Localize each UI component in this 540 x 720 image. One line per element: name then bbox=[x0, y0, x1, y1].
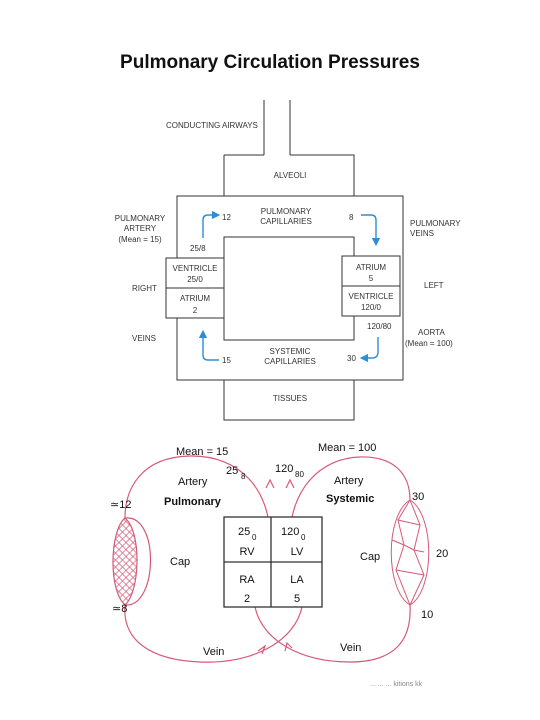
value-la: 5 bbox=[294, 593, 300, 605]
arrow-aorta-icon bbox=[359, 337, 379, 363]
label-systemic-capillaries-1: SYSTEMIC bbox=[270, 347, 311, 356]
alveoli-box bbox=[223, 154, 355, 196]
label-rv: RV bbox=[239, 546, 255, 558]
outer-circuit bbox=[176, 195, 404, 381]
label-systemic-capillaries-2: CAPILLARIES bbox=[264, 357, 316, 366]
label-pulmonary-capillaries-1: PULMONARY bbox=[261, 207, 312, 216]
label-alveoli: ALVEOLI bbox=[274, 171, 307, 180]
label-tissues: TISSUES bbox=[273, 394, 307, 403]
label-pulmonary: Pulmonary bbox=[164, 496, 222, 508]
pulmonary-capillary-bed bbox=[112, 517, 138, 606]
label-artery-right: Artery bbox=[334, 475, 364, 487]
systemic-vein-path bbox=[254, 604, 411, 663]
pulmonary-artery-path bbox=[124, 455, 271, 539]
label-mean-100: Mean = 100 bbox=[318, 442, 376, 454]
inner-circuit bbox=[223, 236, 355, 341]
label-la: LA bbox=[290, 574, 304, 586]
label-cap-right: Cap bbox=[360, 551, 380, 563]
label-right-ventricle: VENTRICLE bbox=[173, 264, 218, 273]
systemic-capillary-bed bbox=[390, 499, 430, 606]
label-mean-15: Mean = 15 bbox=[176, 446, 228, 458]
lv-pressure-main: 120 bbox=[281, 526, 299, 538]
schematic-labels: CONDUCTING AIRWAYS ALVEOLI PULMONARY CAP… bbox=[115, 121, 461, 403]
value-right-atrium: 2 bbox=[193, 306, 198, 315]
arrow-up-right-icon bbox=[285, 478, 295, 489]
pulmonary-vein-path bbox=[124, 604, 303, 663]
ao-pressure-main: 120 bbox=[275, 463, 293, 475]
label-approx-12: ≃12 bbox=[110, 499, 131, 511]
label-artery-left: Artery bbox=[178, 476, 208, 488]
label-pulmonary-veins-1: PULMONARY bbox=[410, 219, 461, 228]
arrow-up-left-icon bbox=[265, 478, 275, 489]
value-left-ventricle: 120/0 bbox=[361, 303, 382, 312]
arrow-vein-right-icon bbox=[284, 641, 293, 652]
label-pulmonary-artery-3: (Mean = 15) bbox=[118, 235, 162, 244]
pressure-25-8: 25/8 bbox=[190, 244, 206, 253]
pa-pressure-main: 25 bbox=[226, 465, 238, 477]
tissues-box bbox=[223, 380, 355, 421]
rv-pressure-sub: 0 bbox=[252, 533, 257, 542]
heart-chambers-grid bbox=[223, 516, 323, 608]
value-left-atrium: 5 bbox=[369, 274, 374, 283]
label-right: RIGHT bbox=[132, 284, 157, 293]
label-lv: LV bbox=[291, 546, 304, 558]
label-ra: RA bbox=[239, 574, 255, 586]
arrow-vena-cava-icon bbox=[198, 329, 219, 361]
label-systemic: Systemic bbox=[326, 493, 374, 505]
conducting-airway-tube bbox=[263, 100, 291, 155]
arrow-pulmonary-artery-icon bbox=[202, 210, 221, 238]
label-pulmonary-artery-1: PULMONARY bbox=[115, 214, 166, 223]
schematic-diagram bbox=[165, 100, 404, 421]
value-right-ventricle: 25/0 bbox=[187, 275, 203, 284]
flow-arrows bbox=[198, 210, 381, 363]
label-pulmonary-artery-2: ARTERY bbox=[124, 224, 157, 233]
ao-pressure-sub: 80 bbox=[295, 470, 304, 479]
arrow-pulmonary-vein-icon bbox=[361, 214, 381, 247]
label-aorta-1: AORTA bbox=[418, 328, 445, 337]
value-ra: 2 bbox=[244, 593, 250, 605]
arrow-vein-left-icon bbox=[257, 644, 267, 655]
footer-caption: ... ... ... kitions kk bbox=[370, 681, 423, 688]
label-10: 10 bbox=[421, 609, 433, 621]
pressure-12: 12 bbox=[222, 213, 231, 222]
pulmonary-capillary-outline bbox=[124, 517, 152, 606]
label-left-atrium: ATRIUM bbox=[356, 263, 386, 272]
label-right-atrium: ATRIUM bbox=[180, 294, 210, 303]
label-30: 30 bbox=[412, 491, 424, 503]
label-pulmonary-veins-2: VEINS bbox=[410, 229, 434, 238]
label-vein-right: Vein bbox=[340, 642, 361, 654]
label-vein-left: Vein bbox=[203, 646, 224, 658]
rv-pressure-main: 25 bbox=[238, 526, 250, 538]
pressure-8: 8 bbox=[349, 213, 354, 222]
circuit-diagram bbox=[124, 455, 411, 663]
page-title: Pulmonary Circulation Pressures bbox=[120, 52, 420, 73]
pressure-15: 15 bbox=[222, 356, 231, 365]
label-20: 20 bbox=[436, 548, 448, 560]
label-left: LEFT bbox=[424, 281, 444, 290]
pa-pressure-sub: 8 bbox=[241, 472, 246, 481]
label-approx-8: ≃8 bbox=[112, 603, 127, 615]
label-conducting-airways: CONDUCTING AIRWAYS bbox=[166, 121, 258, 130]
pressure-120-80: 120/80 bbox=[367, 322, 392, 331]
label-aorta-2: (Mean = 100) bbox=[405, 339, 453, 348]
label-veins: VEINS bbox=[132, 334, 156, 343]
lv-pressure-sub: 0 bbox=[301, 533, 306, 542]
pressure-30: 30 bbox=[347, 354, 356, 363]
circuit-labels: Mean = 15 Mean = 100 25 8 120 80 Artery … bbox=[110, 442, 448, 658]
label-left-ventricle: VENTRICLE bbox=[349, 292, 394, 301]
systemic-artery-path bbox=[289, 456, 411, 539]
label-pulmonary-capillaries-2: CAPILLARIES bbox=[260, 217, 312, 226]
label-cap-left: Cap bbox=[170, 556, 190, 568]
